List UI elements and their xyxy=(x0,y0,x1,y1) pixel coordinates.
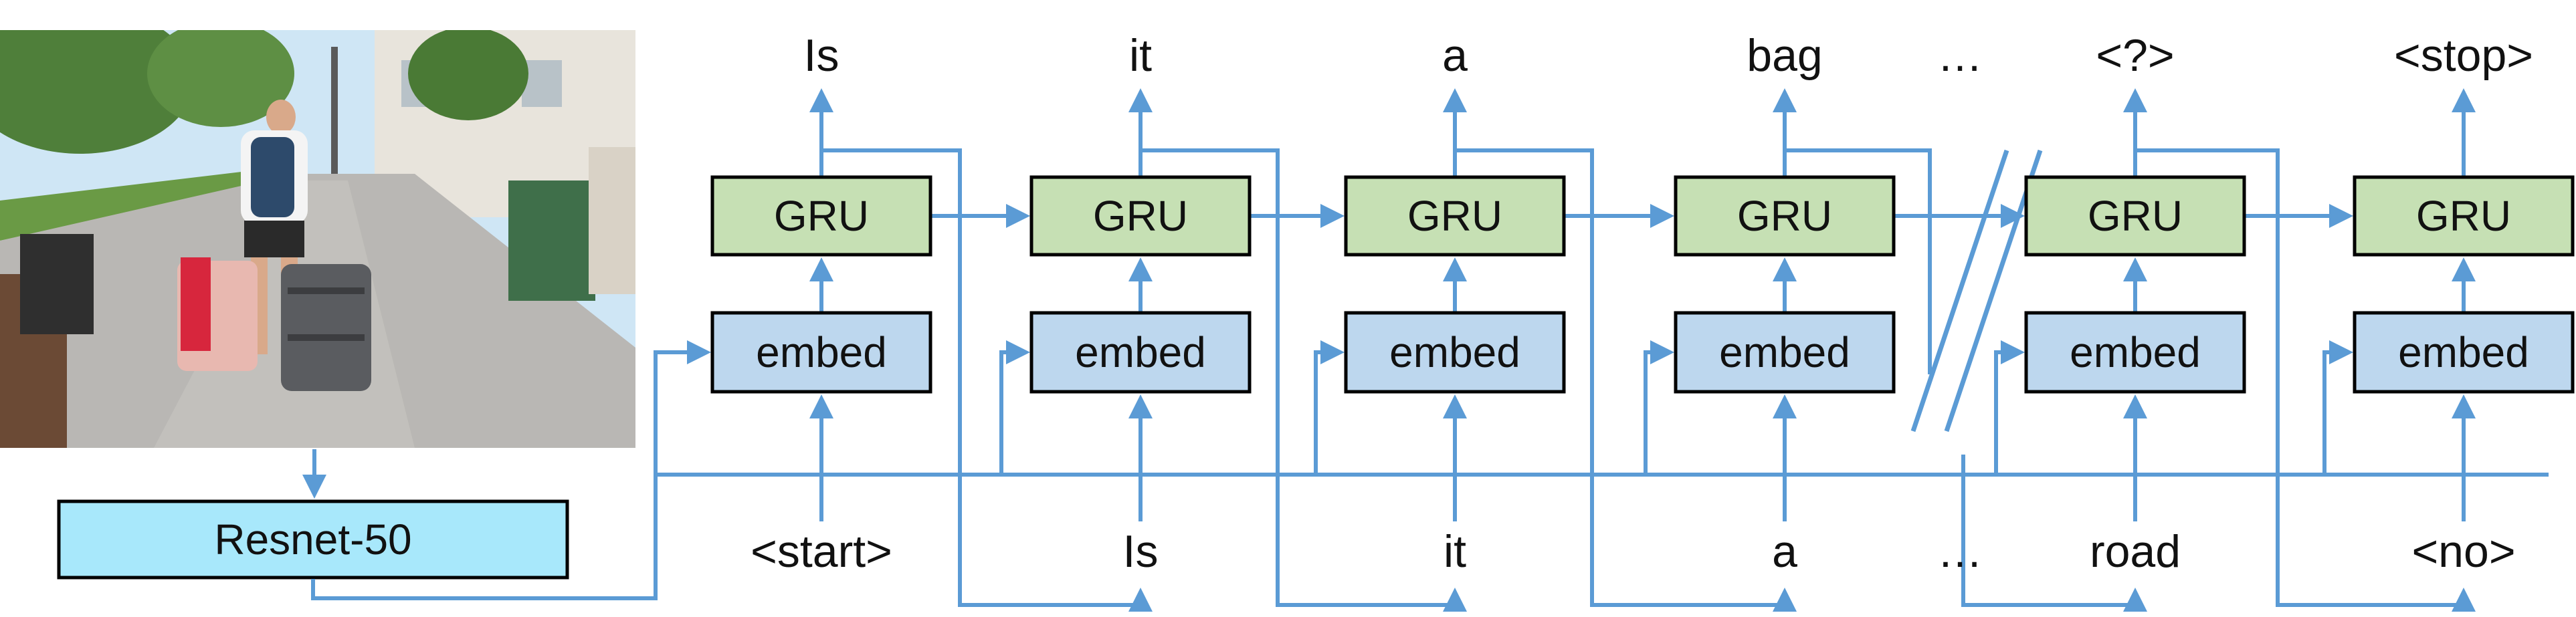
time-step-4: GRU embed xyxy=(2024,175,2246,394)
image-feature-branch-arrow xyxy=(999,340,1030,475)
gru-label: GRU xyxy=(1407,192,1502,240)
gru-box xyxy=(1674,175,1896,257)
embed-label: embed xyxy=(756,328,887,376)
gru-label: GRU xyxy=(1737,192,1832,240)
gru-box xyxy=(1029,175,1252,257)
input-word-0: <start> xyxy=(751,526,892,577)
sequence-break-mark-1 xyxy=(1910,149,2009,433)
time-step-3: GRU embed xyxy=(1674,175,1896,394)
time-step-5: GRU embed xyxy=(2353,175,2575,394)
embed-box xyxy=(710,311,932,394)
gru-box xyxy=(2353,175,2575,257)
embed-label: embed xyxy=(1389,328,1520,376)
image-feature-branch-arrow xyxy=(1644,340,1674,475)
input-word-1: Is xyxy=(1123,526,1159,577)
input-word-4: … xyxy=(1937,526,1983,577)
output-word-0: Is xyxy=(804,30,839,81)
embed-box xyxy=(2353,311,2575,394)
image-feature-to-embed-arrow xyxy=(311,340,711,600)
embed-label: embed xyxy=(2070,328,2201,376)
gru-label: GRU xyxy=(1093,192,1188,240)
output-word-4: … xyxy=(1937,30,1983,81)
output-feedback-line xyxy=(1785,148,1932,374)
input-word-2: it xyxy=(1444,526,1466,577)
image-feature-branch-arrow xyxy=(1994,340,2025,475)
street-scene-photo xyxy=(0,30,635,448)
resnet-50-label: Resnet-50 xyxy=(214,515,411,564)
embed-label: embed xyxy=(1719,328,1850,376)
embed-box xyxy=(2024,311,2246,394)
gru-box xyxy=(2024,175,2246,257)
output-word-2: a xyxy=(1442,30,1468,81)
time-step-2: GRU embed xyxy=(1344,175,1566,394)
image-feature-branch-arrow xyxy=(2322,340,2353,475)
embed-box xyxy=(1029,311,1252,394)
embed-label: embed xyxy=(2398,328,2529,376)
output-feedback-arrow xyxy=(821,148,1153,612)
gru-label: GRU xyxy=(2088,192,2183,240)
output-feedback-arrow xyxy=(2135,148,2476,612)
output-word-3: bag xyxy=(1747,30,1822,81)
input-word-3: a xyxy=(1772,526,1797,577)
output-word-1: it xyxy=(1129,30,1152,81)
input-word-5: road xyxy=(2090,526,2181,577)
time-step-1: GRU embed xyxy=(1029,175,1252,394)
connection-lines xyxy=(311,88,2549,612)
time-step-0: GRU embed xyxy=(710,175,932,394)
embed-box xyxy=(1674,311,1896,394)
embed-box xyxy=(1344,311,1566,394)
gru-label: GRU xyxy=(774,192,869,240)
gru-label: GRU xyxy=(2416,192,2511,240)
gru-box xyxy=(1344,175,1566,257)
resnet-50-box: Resnet-50 xyxy=(57,499,569,580)
output-feedback-arrow xyxy=(1141,148,1467,612)
image-feature-branch-arrow xyxy=(1314,340,1345,475)
output-feedback-arrow xyxy=(1961,455,2147,612)
output-word-5: <?> xyxy=(2096,30,2174,81)
time-step-columns: Is it a bag … <?> <stop> <start> Is it a … road <no> G… xyxy=(710,30,2575,577)
input-word-6: <no> xyxy=(2411,526,2515,577)
embed-label: embed xyxy=(1075,328,1206,376)
gru-box xyxy=(710,175,932,257)
output-feedback-arrow xyxy=(1455,148,1797,612)
output-word-6: <stop> xyxy=(2394,30,2533,81)
